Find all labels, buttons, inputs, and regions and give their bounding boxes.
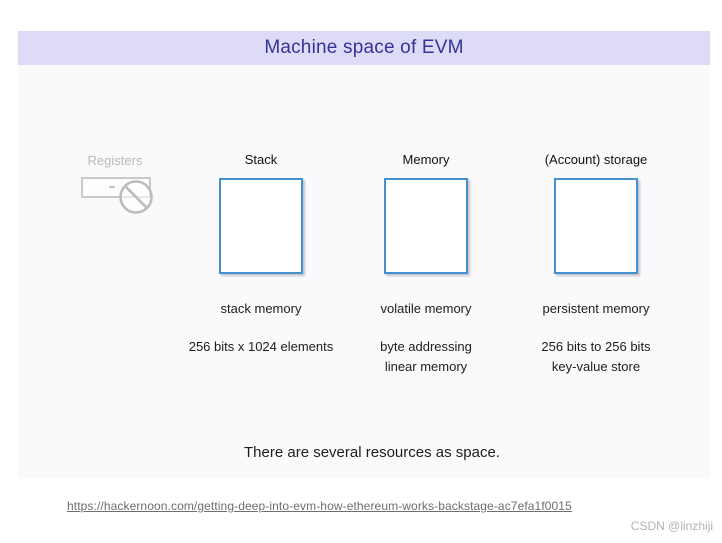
stack-box xyxy=(219,178,303,274)
source-link[interactable]: https://hackernoon.com/getting-deep-into… xyxy=(67,499,572,513)
stack-detail: 256 bits x 1024 elements xyxy=(188,339,334,354)
storage-caption: persistent memory xyxy=(542,301,650,316)
csdn-watermark: CSDN @linzhiji xyxy=(630,519,713,533)
memory-label: Memory xyxy=(402,152,450,167)
footer-note: There are several resources as space. xyxy=(244,444,500,461)
slide: Machine space of EVM Registers Stack sta… xyxy=(18,31,710,478)
page-title: Machine space of EVM xyxy=(264,37,464,58)
storage-detail: 256 bits to 256 bits xyxy=(541,339,651,354)
column-stack: Stack stack memory 256 bits x 1024 eleme… xyxy=(171,153,351,359)
prohibited-icon xyxy=(119,180,153,214)
title-band: Machine space of EVM xyxy=(18,31,710,65)
storage-box xyxy=(554,178,638,274)
column-storage: (Account) storage persistent memory 256 … xyxy=(506,152,686,375)
memory-detail: byte addressing xyxy=(380,339,472,354)
memory-box xyxy=(384,178,468,274)
stack-caption: stack memory xyxy=(220,301,302,316)
storage-detail-2: key-value store xyxy=(551,359,641,374)
stack-label: Stack xyxy=(244,152,278,167)
storage-label: (Account) storage xyxy=(544,152,648,167)
registers-label: Registers xyxy=(87,153,143,168)
register-dash xyxy=(109,186,115,188)
memory-caption: volatile memory xyxy=(380,301,472,316)
column-memory: Memory volatile memory byte addressing l… xyxy=(336,152,516,375)
memory-detail-2: linear memory xyxy=(384,359,468,374)
